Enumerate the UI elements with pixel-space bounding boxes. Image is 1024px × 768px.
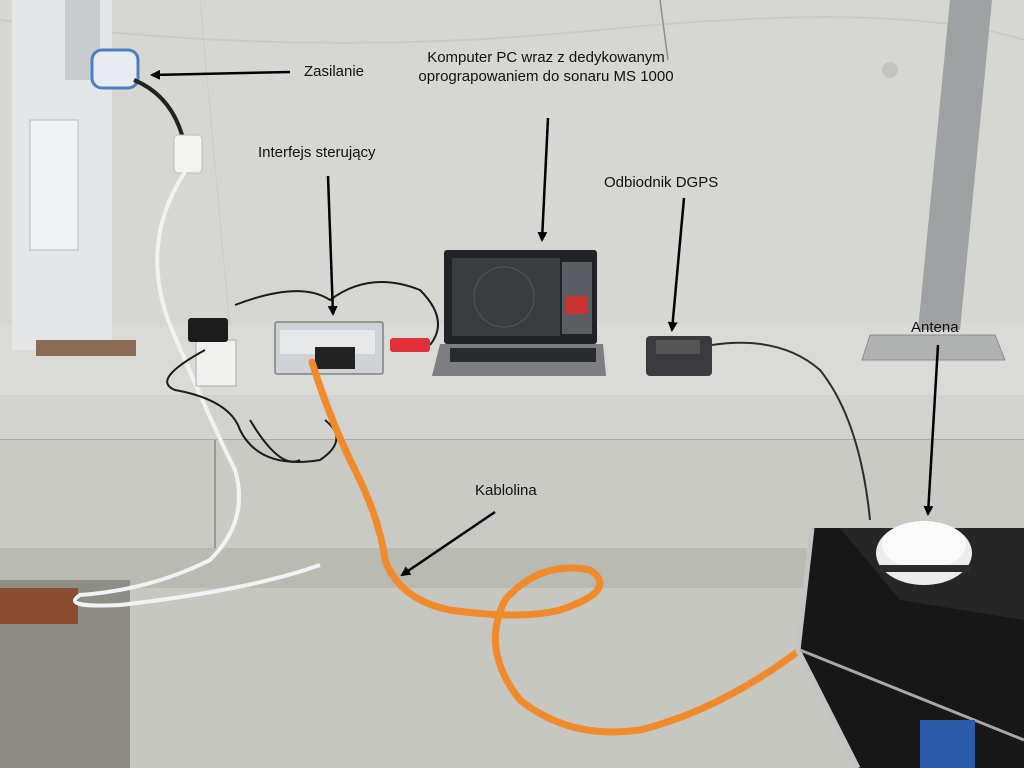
label-dgps: Odbiodnik DGPS (604, 174, 719, 191)
power-strip (195, 339, 237, 387)
arrow-antena (923, 344, 940, 516)
arrow-interfejs (326, 175, 338, 316)
label-kablolina: Kablolina (475, 482, 537, 499)
arrow-kablolina (400, 510, 496, 577)
arrow-zasilanie (150, 69, 291, 80)
label-komputer: Komputer PC wraz z dedykowanym oprograpo… (418, 49, 674, 85)
orange-cable (308, 358, 804, 736)
label-zasilanie: Zasilanie (304, 63, 365, 80)
power-plug (90, 48, 140, 90)
label-interfejs: Interfejs sterujący (258, 144, 376, 161)
label-antena: Antena (911, 319, 959, 336)
laptop (432, 250, 606, 376)
metal-pole (918, 0, 992, 330)
arrow-komputer (537, 117, 550, 242)
gps-antenna (876, 521, 972, 585)
arrow-dgps (667, 197, 686, 332)
